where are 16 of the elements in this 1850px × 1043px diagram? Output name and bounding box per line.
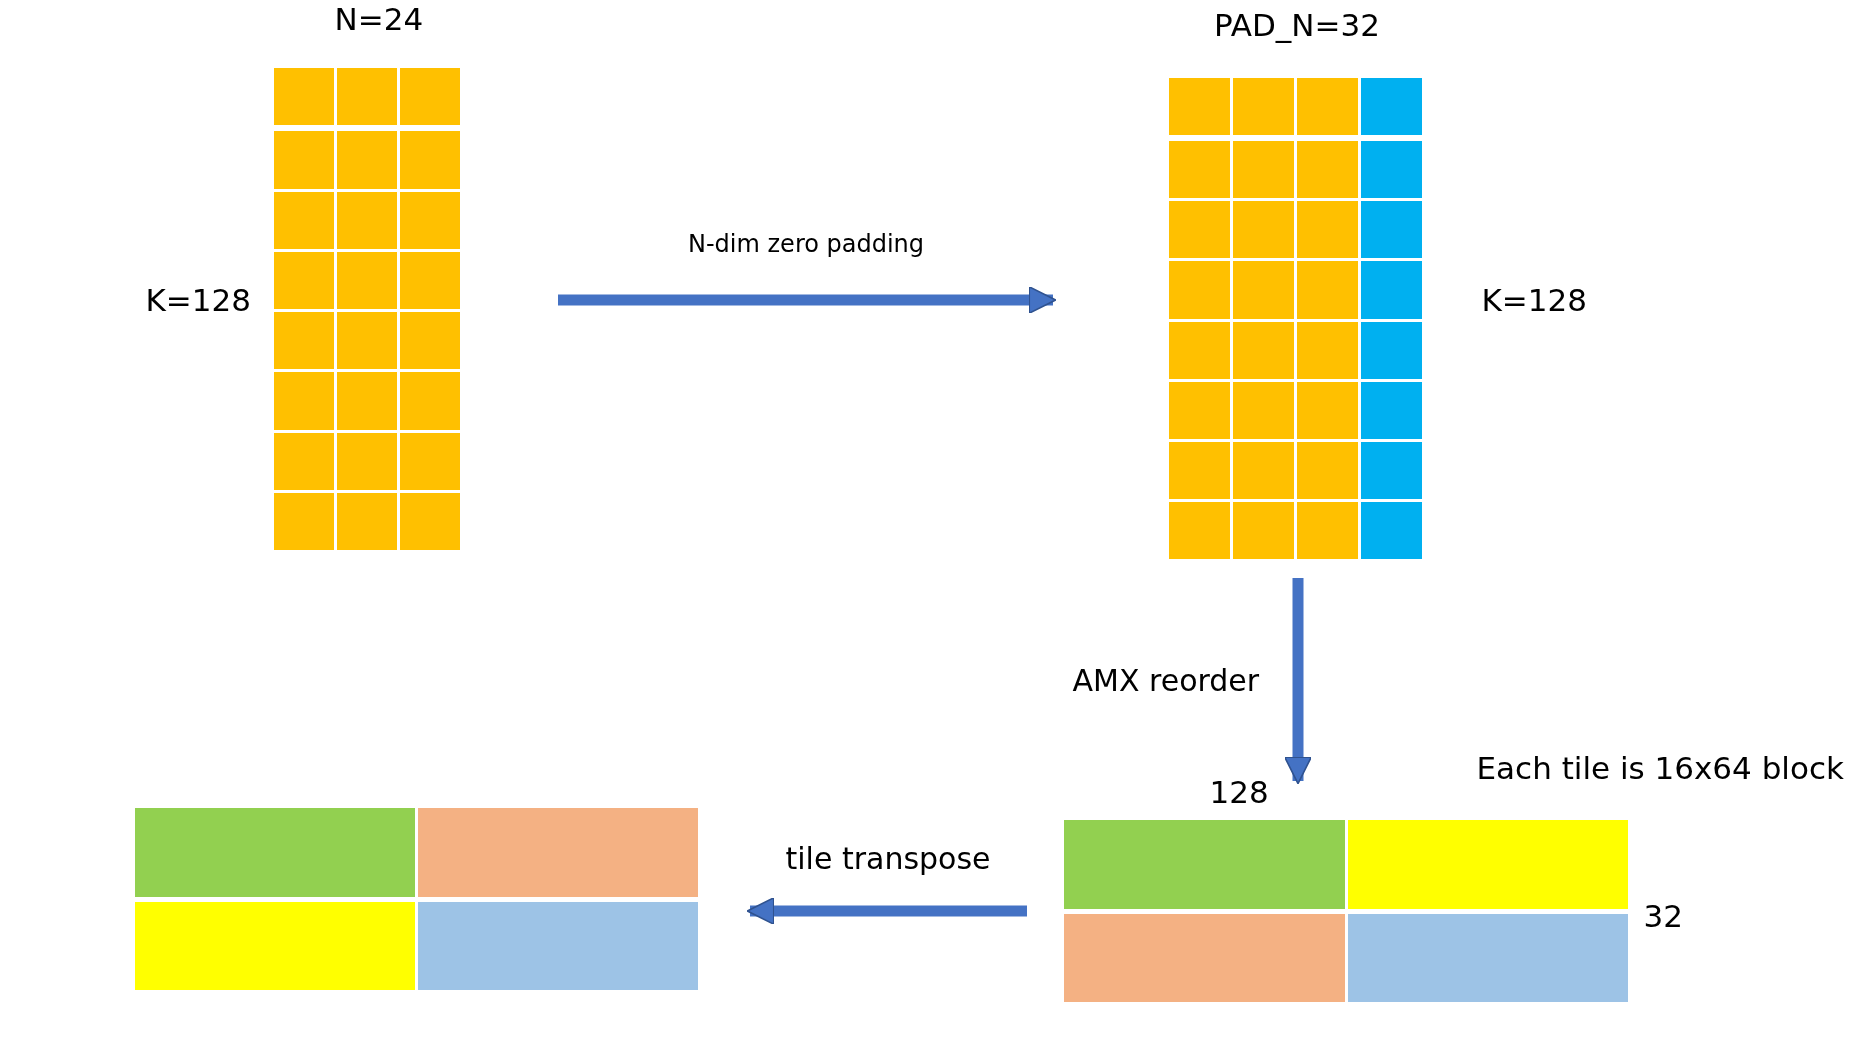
matrix-grid bbox=[1169, 78, 1422, 559]
edge-label: N-dim zero padding bbox=[688, 232, 925, 256]
tile-matrix bbox=[135, 808, 698, 990]
dimension-label: N=24 bbox=[334, 3, 424, 35]
dimension-label: 128 bbox=[1209, 776, 1269, 808]
dimension-label: K=128 bbox=[1481, 284, 1587, 316]
dimension-label: 32 bbox=[1643, 900, 1683, 932]
edge-label: tile transpose bbox=[785, 844, 991, 874]
dimension-label: K=128 bbox=[145, 284, 251, 316]
dimension-label: Each tile is 16x64 block bbox=[1476, 752, 1844, 784]
block-arrow bbox=[1284, 578, 1312, 785]
dimension-label: PAD_N=32 bbox=[1214, 9, 1380, 41]
block-arrow bbox=[558, 286, 1057, 314]
block-arrow bbox=[746, 897, 1027, 925]
tile-matrix bbox=[1064, 820, 1628, 1002]
matrix-grid bbox=[274, 68, 460, 550]
